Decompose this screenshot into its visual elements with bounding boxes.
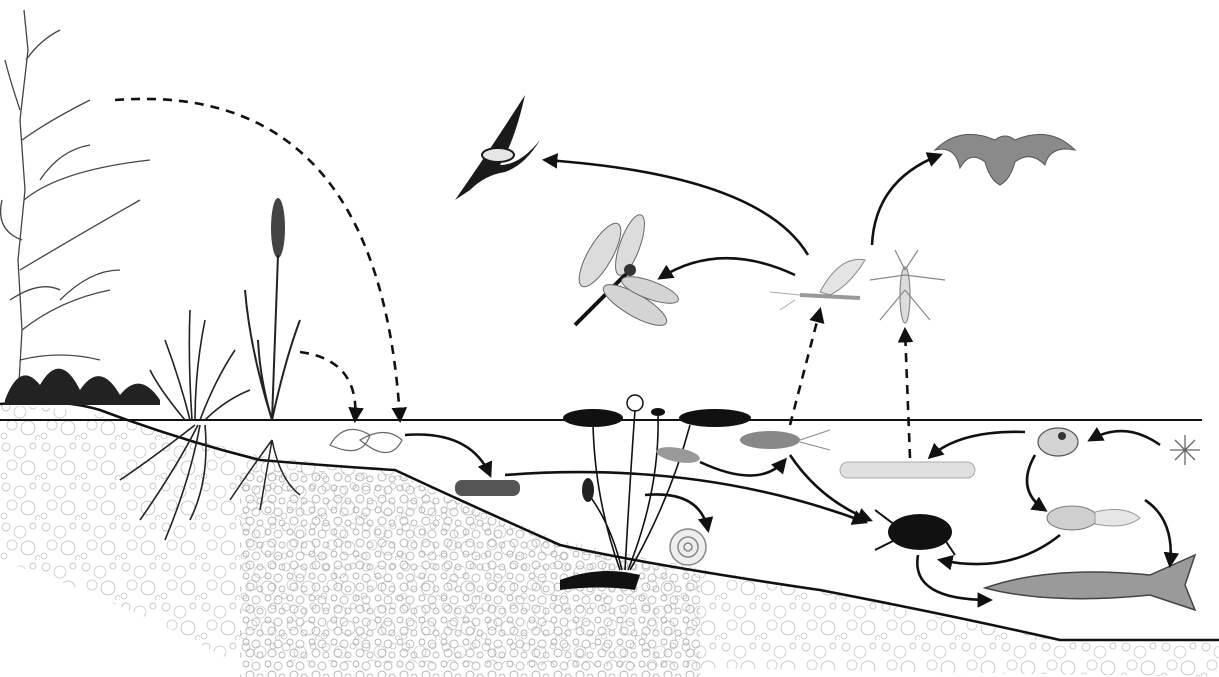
arrow-mayfly-to-dragonfly — [660, 258, 795, 278]
bat-icon — [935, 134, 1075, 185]
arrow-leaves-to-shredder — [405, 435, 490, 476]
shrub-icon — [1, 10, 150, 400]
phytoplankton-icon — [1170, 435, 1200, 465]
arrow-nymph-to-mayfly — [790, 310, 820, 425]
dragonfly-icon — [572, 212, 682, 333]
arrow-tadpole-to-pike — [1145, 500, 1171, 565]
arrow-leaves-to-nymph — [700, 460, 785, 476]
arrow-mayfly-to-bat — [872, 155, 940, 245]
leaf-litter-icon — [330, 429, 402, 452]
arrow-tadpole-to-beetle — [940, 535, 1060, 564]
arrow-daphnia-to-larva — [930, 432, 1025, 457]
arrow-tree-to-leaves — [115, 99, 400, 420]
water-beetle-icon — [875, 510, 955, 555]
mayfly-nymph-icon — [655, 430, 830, 466]
pike-icon — [985, 555, 1195, 610]
arrow-algae-to-daphnia — [1090, 431, 1160, 445]
daphnia-icon — [1038, 428, 1078, 456]
arrow-mayfly-to-swallow — [545, 160, 808, 255]
shrub-base — [5, 369, 160, 405]
mayfly-icon — [770, 259, 865, 310]
caddisfly-larva-icon — [455, 480, 520, 496]
swallow-icon — [455, 95, 540, 200]
arrow-daphnia-to-tadpole — [1027, 455, 1045, 510]
arrow-larva-to-mosquito — [905, 330, 910, 458]
arrow-reed-to-leaves — [300, 352, 355, 420]
tadpole-icon — [1047, 506, 1140, 530]
mosquito-icon — [870, 250, 945, 323]
snail-icon — [670, 529, 706, 565]
midge-larva-icon — [840, 462, 975, 478]
arrow-water-lily-to-snail — [645, 494, 708, 530]
